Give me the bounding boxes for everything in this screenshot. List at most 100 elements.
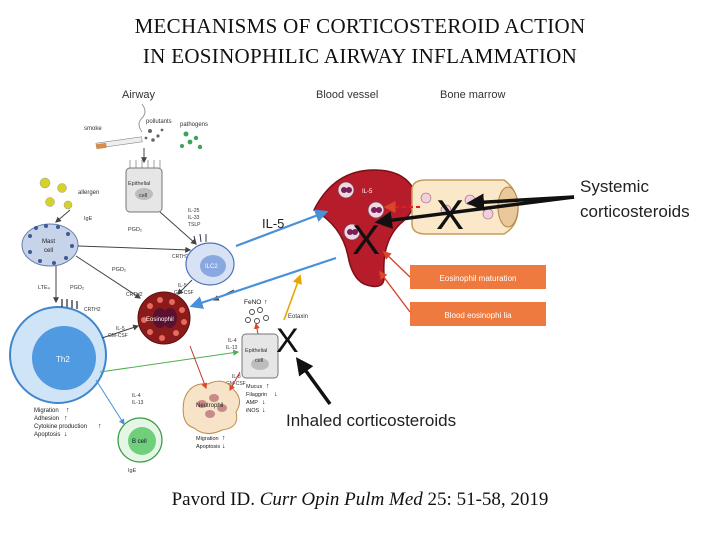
vessel-to-eosinophil-arrow [189, 256, 337, 309]
systemic-label-2: corticosteroids [580, 202, 690, 221]
pollutant-particles-icon [144, 128, 164, 142]
il8-gmcsf-label-1: IL-8 [232, 374, 241, 380]
b-cell-label: B cell [132, 439, 147, 445]
eosinophil-label: Eosinophil [146, 317, 174, 323]
no-bubbles-icon [245, 307, 269, 324]
blood-eosinophilia-box [410, 302, 546, 326]
citation: Pavord ID. Curr Opin Pulm Med 25: 51-58,… [0, 489, 720, 511]
svg-text:↑: ↑ [222, 435, 226, 442]
region-blood-vessel-label: Blood vessel [316, 89, 378, 101]
svg-text:↑: ↑ [64, 415, 68, 422]
ige-bottom-label: IgE [128, 468, 137, 474]
inhaled-label: Inhaled corticosteroids [286, 411, 456, 430]
b-cell [117, 417, 163, 463]
il4-il13-label-a-2: IL-13 [132, 400, 144, 406]
citation-authors: Pavord ID. [171, 489, 255, 510]
crth2-label-c: CRTH2 [84, 307, 101, 313]
epi-effect-inos: iNOS [246, 408, 259, 414]
svg-text:↓: ↓ [262, 399, 266, 406]
il5-gmcsf-label-a-1: IL-5 [178, 283, 187, 289]
tslp-label: TSLP [188, 222, 201, 228]
systemic-arrows [374, 193, 575, 229]
systemic-block-x-marrow: X [436, 191, 464, 238]
epithelium-to-feno-arrow [253, 322, 260, 335]
eosinophil-maturation-label: Eosinophil maturation [440, 274, 517, 283]
systemic-label-1: Systemic [580, 177, 649, 196]
mast-cell [21, 223, 79, 267]
neutrophil-effect-arrows: ↑↓ [222, 435, 226, 450]
neutrophil-effects-list: Migration Apoptosis [196, 436, 220, 450]
pgd2-label-b: PGD₂ [112, 267, 126, 273]
il4-il13-label-b-2: IL-13 [226, 345, 238, 351]
epithelial-top-label-1: Epithelial [128, 181, 150, 187]
mast-cell-label-2: cell [44, 248, 53, 254]
feno-up-arrow: ↑ [264, 299, 268, 306]
th2-effect-apoptosis: Apoptosis [34, 432, 60, 438]
th2-effect-cytokine: Cytokine production [34, 424, 87, 430]
crth2-label-a: CRTH2 [172, 254, 189, 260]
systemic-block-x-vessel: X [352, 216, 380, 263]
eosinophil-cell [137, 291, 191, 345]
neu-effect-migration: Migration [196, 436, 219, 442]
lte4-label: LTE₄ [38, 285, 51, 291]
epithelial-top-label-2: cell [139, 193, 147, 199]
th2-effects-list: Migration Adhesion Cytokine production A… [34, 408, 87, 438]
citation-details: 25: 51-58, 2019 [427, 489, 549, 510]
th2-cell [9, 299, 107, 404]
th2-effect-arrows: ↑↑↑↓ [64, 407, 102, 438]
pathogens-label: pathogens [180, 122, 208, 128]
allergen-icon [39, 177, 73, 210]
il5-gmcsf-label-a-2: GM-CSF [174, 290, 194, 296]
epithelial-bottom-label-1: Epithelial [245, 348, 267, 354]
region-airway-label: Airway [122, 89, 156, 101]
epi-effect-filaggrin: Filaggrin [246, 392, 267, 398]
corticosteroid-mechanism-diagram: Airway Blood vessel Bone marrow smoke po… [9, 89, 690, 474]
eotaxin-label: Eotaxin [288, 314, 308, 320]
neutrophil-label: Neutrophil [196, 403, 223, 409]
il33-label: IL-33 [188, 215, 200, 221]
ilc2-cell [185, 233, 235, 286]
svg-text:↑: ↑ [98, 423, 102, 430]
crth2-label-b: CRTH2 [126, 292, 143, 298]
il4-il13-label-b-1: IL-4 [228, 338, 237, 344]
il25-label: IL-25 [188, 208, 200, 214]
inhaled-arrow [295, 357, 332, 406]
citation-journal: Curr Opin Pulm Med [259, 489, 423, 510]
il5-main-label: IL-5 [262, 216, 284, 231]
cigarette-icon [95, 103, 146, 150]
th2-label: Th2 [56, 355, 70, 364]
maturation-arrow [382, 250, 411, 278]
allergen-label: allergen [78, 190, 99, 196]
eosinophilia-arrow [378, 270, 411, 313]
neutrophil-cell [182, 380, 240, 434]
pgd2-label-a: PGD₂ [128, 227, 142, 233]
epithelial-effect-arrows: ↑↓↓↓ [262, 383, 278, 414]
il5-gmcsf-label-b-2: GM-CSF [108, 333, 128, 339]
smoke-label: smoke [84, 126, 102, 132]
pollutants-label: pollutants [146, 119, 172, 125]
svg-text:↓: ↓ [222, 443, 226, 450]
svg-text:↓: ↓ [262, 407, 266, 414]
il5-vessel-label: IL-5 [362, 189, 373, 195]
svg-text:↑: ↑ [266, 383, 270, 390]
blood-vessel [313, 169, 416, 288]
slide-title-line-2: IN EOSINOPHILIC AIRWAY INFLAMMATION [142, 44, 578, 68]
ige-label: IgE [84, 216, 93, 222]
slide-title-line-1: MECHANISMS OF CORTICOSTEROID ACTION [134, 14, 586, 38]
th2-effect-migration: Migration [34, 408, 59, 414]
il5-gmcsf-label-b-1: IL-5 [116, 326, 125, 332]
epi-effect-amp: AMP [246, 400, 258, 406]
pathogens-icon [180, 131, 203, 150]
epi-effect-mucus: Mucus [246, 384, 262, 390]
svg-text:↓: ↓ [64, 431, 68, 438]
eosinophil-maturation-box [410, 265, 546, 289]
epithelial-cell-bottom [241, 333, 279, 379]
svg-text:↑: ↑ [66, 407, 70, 414]
ilc2-label: ILC2 [205, 264, 218, 270]
mast-cell-label-1: Mast [42, 239, 55, 245]
il4-il13-label-a-1: IL-4 [132, 393, 141, 399]
eotaxin-arrow [283, 274, 302, 321]
feno-label: FeNO [244, 299, 261, 306]
epithelial-bottom-label-2: cell [255, 358, 263, 364]
neu-effect-apoptosis: Apoptosis [196, 444, 220, 450]
